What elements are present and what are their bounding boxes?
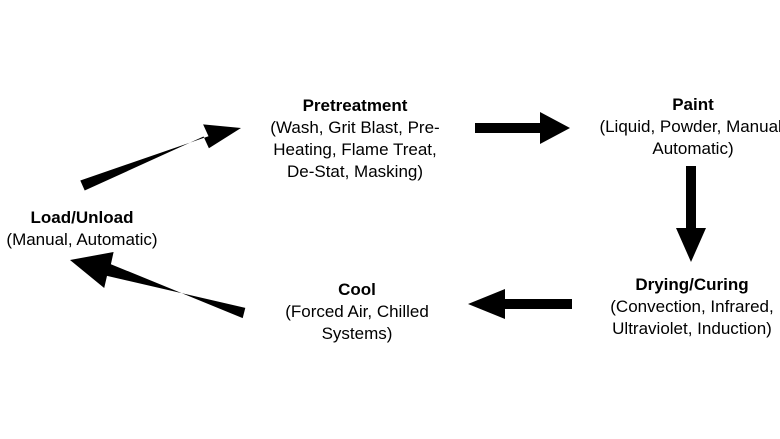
node-detail: Heating, Flame Treat, bbox=[273, 140, 437, 159]
arrow-paint-to-drying bbox=[676, 166, 706, 262]
node-detail: (Manual, Automatic) bbox=[6, 230, 158, 249]
node-title: Paint bbox=[672, 95, 714, 114]
node-detail: (Convection, Infrared, bbox=[610, 297, 774, 316]
node-detail: De-Stat, Masking) bbox=[286, 162, 424, 181]
node-paint: Paint (Liquid, Powder, Manual, Automatic… bbox=[588, 94, 780, 160]
node-detail: Automatic) bbox=[652, 139, 734, 158]
arrow-pretreatment-to-paint bbox=[475, 112, 570, 144]
node-detail: Systems) bbox=[321, 324, 393, 343]
node-detail: (Wash, Grit Blast, Pre- bbox=[270, 118, 440, 137]
node-drying-curing: Drying/Curing (Convection, Infrared, Ult… bbox=[592, 274, 780, 340]
node-pretreatment: Pretreatment (Wash, Grit Blast, Pre- Hea… bbox=[245, 95, 465, 183]
node-title: Pretreatment bbox=[302, 96, 408, 115]
node-detail: (Liquid, Powder, Manual, bbox=[599, 117, 780, 136]
node-title: Cool bbox=[338, 280, 376, 299]
node-title: Drying/Curing bbox=[635, 275, 749, 294]
node-load-unload: Load/Unload (Manual, Automatic) bbox=[0, 207, 182, 251]
arrow-load-to-pretreatment bbox=[80, 124, 241, 191]
node-title: Load/Unload bbox=[30, 208, 134, 227]
arrow-cool-to-load bbox=[70, 252, 246, 319]
arrow-drying-to-cool bbox=[468, 289, 572, 319]
node-cool: Cool (Forced Air, Chilled Systems) bbox=[272, 279, 442, 345]
node-detail: (Forced Air, Chilled bbox=[285, 302, 429, 321]
node-detail: Ultraviolet, Induction) bbox=[612, 319, 772, 338]
